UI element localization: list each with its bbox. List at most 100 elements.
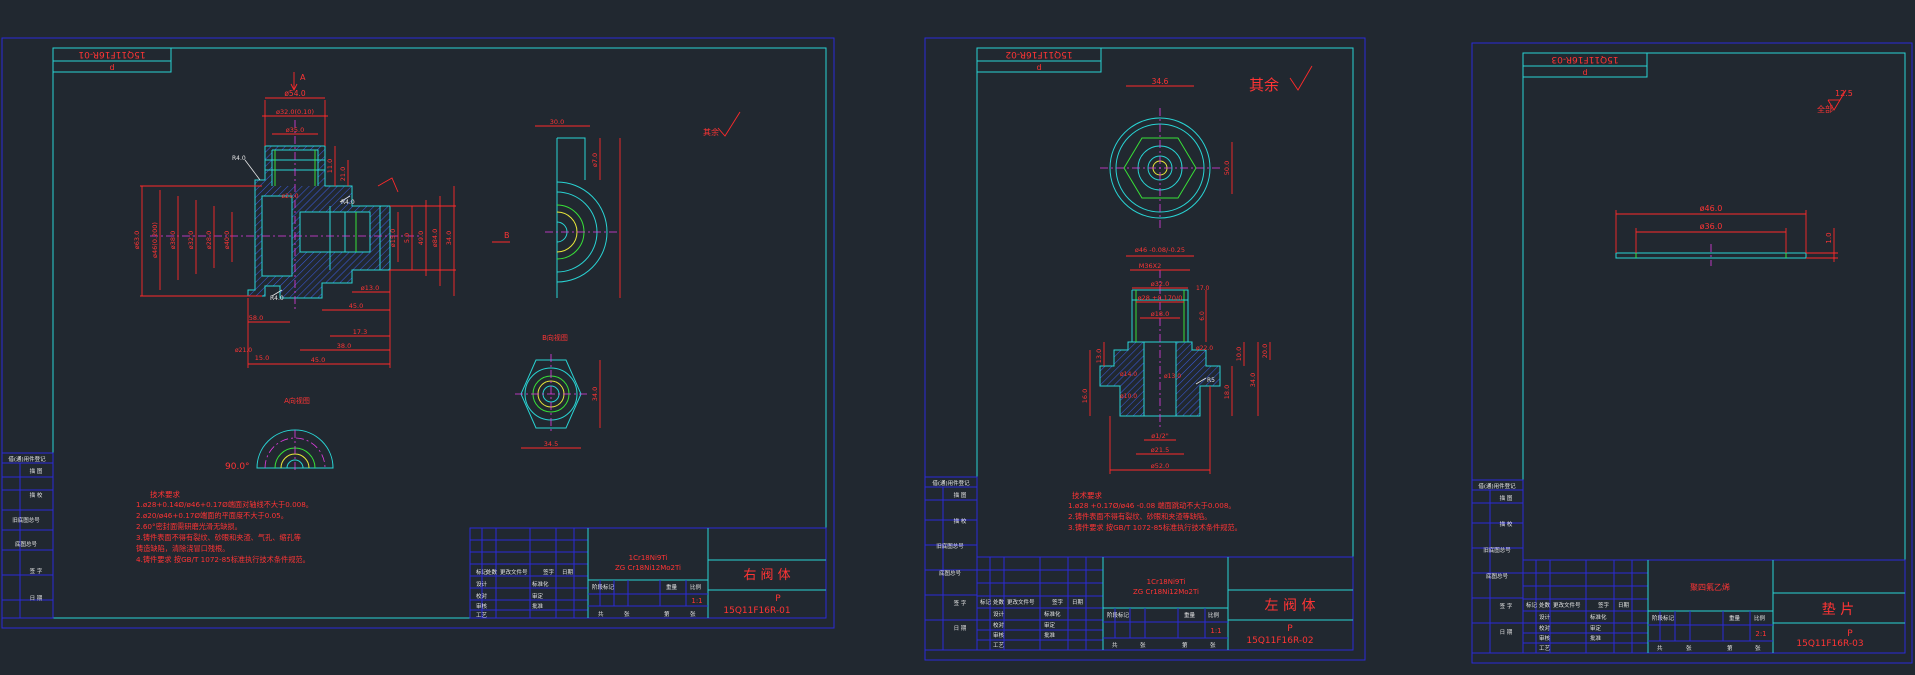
- dim-label: ø63.0: [133, 231, 141, 249]
- dim-label: 20.0: [1261, 344, 1269, 358]
- surface-label: 全部: [1817, 104, 1833, 114]
- dim-label: ø1/2": [1151, 432, 1168, 440]
- tb-label: 标记: [476, 568, 488, 576]
- sheet-outer-border: [1, 37, 835, 629]
- tb-label: 张: [624, 610, 630, 618]
- dim-label: ø46(0.200): [151, 222, 159, 258]
- tech-note: 2.铸件表面不得有裂纹、砂眼和夹渣等缺陷。: [1068, 512, 1211, 521]
- tb-label: 处数: [486, 568, 498, 576]
- sheet-right-valve-body[interactable]: 15Q11F16R-01 d 借(通)用件登记 描 图 描 校 旧底图总号 底图…: [1, 37, 835, 629]
- tb-label: 张: [1140, 641, 1146, 649]
- dim-label: 17.0: [1196, 285, 1210, 292]
- sheet-left-valve-body[interactable]: 15Q11F16R-02 d 借(通)用件登记 描 图 描 校 旧底图总号 底图…: [924, 37, 1366, 661]
- dim-label: 34.6: [1152, 77, 1169, 86]
- sheet-outer-border: [924, 37, 1366, 661]
- dim-label: ø21.0: [235, 347, 252, 354]
- tb-label: 共: [1112, 641, 1118, 649]
- side-label-sign: 签 字: [30, 567, 43, 575]
- part-name: 左 阀 体: [1265, 598, 1316, 614]
- tb-label: 设计: [476, 580, 488, 588]
- tb-label: 审定: [1044, 621, 1056, 629]
- sheet-inner-frame: [1522, 52, 1906, 654]
- side-label-trace: 描 图: [30, 467, 43, 475]
- view-arrow-A-label: A: [300, 73, 306, 82]
- dim-label: ø21.0: [281, 193, 298, 200]
- technical-requirements: 技术要求 1.ø28+0.14Ø/ø46+0.17Ø端面对轴线不大于0.008。…: [136, 489, 313, 564]
- tb-label: 更改文件号: [1553, 601, 1581, 609]
- dim-label: ø18.0: [1151, 310, 1169, 318]
- tb-letter: P: [1287, 624, 1293, 634]
- tb-label: 签字: [543, 568, 555, 576]
- tb-label: 校对: [476, 592, 488, 600]
- dim-label: M36X2: [1139, 262, 1161, 270]
- tb-label: 设计: [1539, 613, 1551, 621]
- material-1: 1Cr18Ni9Ti: [629, 554, 668, 562]
- tech-title: 技术要求: [1072, 490, 1102, 500]
- sheet-inner-frame: [52, 47, 827, 619]
- title-block: 标记 处数 更改文件号 签字 日期 设计 校对 审核 工艺 标准化 审定 批准 …: [469, 527, 827, 619]
- tb-label: 张: [1686, 644, 1692, 652]
- side-label-base: 底图总号: [1486, 572, 1509, 580]
- title-block: 标记 处数 更改文件号 签字 日期 设计 校对 审核 工艺 标准化 审定 批准 …: [1522, 559, 1906, 654]
- tech-title: 技术要求: [150, 489, 180, 499]
- side-label-base: 底图总号: [939, 569, 962, 577]
- a-view: A向视图 90.0°: [225, 396, 334, 472]
- tb-label: 审定: [532, 592, 544, 600]
- dim-label: 38.0: [337, 342, 351, 350]
- material-2: ZG Cr18Ni12Mo2Ti: [1133, 588, 1199, 596]
- tech-note: 2.ø20/ø46+0.17Ø端面的平面度不大于0.05。: [136, 511, 288, 520]
- dim-label: ø38.0: [169, 231, 177, 249]
- tb-label: 重量: [1184, 611, 1196, 619]
- side-label-old-base: 旧底图总号: [12, 516, 40, 524]
- tb-label: 工艺: [1539, 645, 1551, 652]
- tb-label: 日期: [1072, 599, 1084, 606]
- main-view-dimensions: ø54.0 ø32.0(0.10) ø35.0 ø63.0 ø46(0.200)…: [133, 89, 456, 368]
- dim-label: 5.0: [403, 233, 411, 243]
- tb-label: 第: [1182, 641, 1188, 649]
- dim-label: ø40.0: [223, 231, 231, 249]
- tb-label: 设计: [993, 610, 1005, 618]
- side-revision-column: 借(通)用件登记 描 图 描 校 旧底图总号 底图总号 签 字 日 期: [924, 476, 978, 651]
- tb-label: 审核: [476, 602, 488, 610]
- surface-roughness-symbol: 全部 12.5: [1817, 89, 1853, 114]
- dim-label: ø13.0: [1164, 373, 1181, 380]
- tb-label: 阶段标记: [592, 583, 615, 591]
- tb-label: 日期: [1618, 602, 1630, 609]
- tb-label: 标记: [1526, 601, 1538, 609]
- dim-label: ø35.0: [286, 126, 304, 134]
- tb-label: 标准化: [1590, 613, 1607, 621]
- dim-label: 15.0: [255, 354, 269, 362]
- dim-label: ø36.0: [1700, 222, 1723, 231]
- tb-label: 处数: [1539, 601, 1551, 609]
- dim-label: 34.5: [544, 440, 558, 448]
- side-label-reuse: 借(通)用件登记: [8, 455, 46, 463]
- dim-label: 10.0: [1235, 347, 1243, 361]
- side-label-old-base: 旧底图总号: [936, 542, 964, 550]
- tb-label: 阶段标记: [1652, 614, 1675, 622]
- stamp-code: 15Q11F16R-02: [1005, 49, 1072, 59]
- side-label-reuse: 借(通)用件登记: [1478, 482, 1516, 490]
- dim-label: 30.0: [550, 118, 564, 126]
- view-B-title: B向视图: [542, 333, 568, 342]
- stamp-code: 15Q11F16R-03: [1551, 54, 1618, 64]
- sheet-gasket[interactable]: 15Q11F16R-03 d 借(通)用件登记 描 图 描 校 旧底图总号 底图…: [1471, 42, 1913, 664]
- tb-label: 审核: [993, 631, 1005, 639]
- tb-label: 张: [690, 610, 696, 618]
- drawing-number: 15Q11F16R-02: [1246, 636, 1313, 646]
- tb-label: 重量: [666, 583, 678, 591]
- stamp-letter: d: [1582, 68, 1587, 77]
- material-2: ZG Cr18Ni12Mo2Ti: [615, 564, 681, 572]
- dim-label: 34.0: [1249, 373, 1257, 387]
- tb-label: 共: [1657, 644, 1663, 652]
- tech-note: 3.铸件表面不得有裂纹、砂眼和夹渣、气孔、缩孔等: [136, 533, 301, 542]
- side-label-check: 描 校: [30, 491, 43, 499]
- tb-label: 审定: [1590, 624, 1602, 632]
- dim-label: ø52.0: [1151, 462, 1169, 470]
- tb-label: 校对: [1539, 624, 1551, 632]
- tb-label: 比例: [1208, 611, 1220, 619]
- tech-note: 2.60°密封面需研磨光滑无缺损。: [136, 522, 242, 531]
- dim-label: 6.0: [1199, 311, 1206, 321]
- tb-label: 比例: [1754, 614, 1766, 622]
- dim-label: 17.3: [353, 328, 367, 336]
- tech-note: 3.铸件要求 按GB/T 1072-85标准执行技术条件规范。: [1068, 523, 1242, 532]
